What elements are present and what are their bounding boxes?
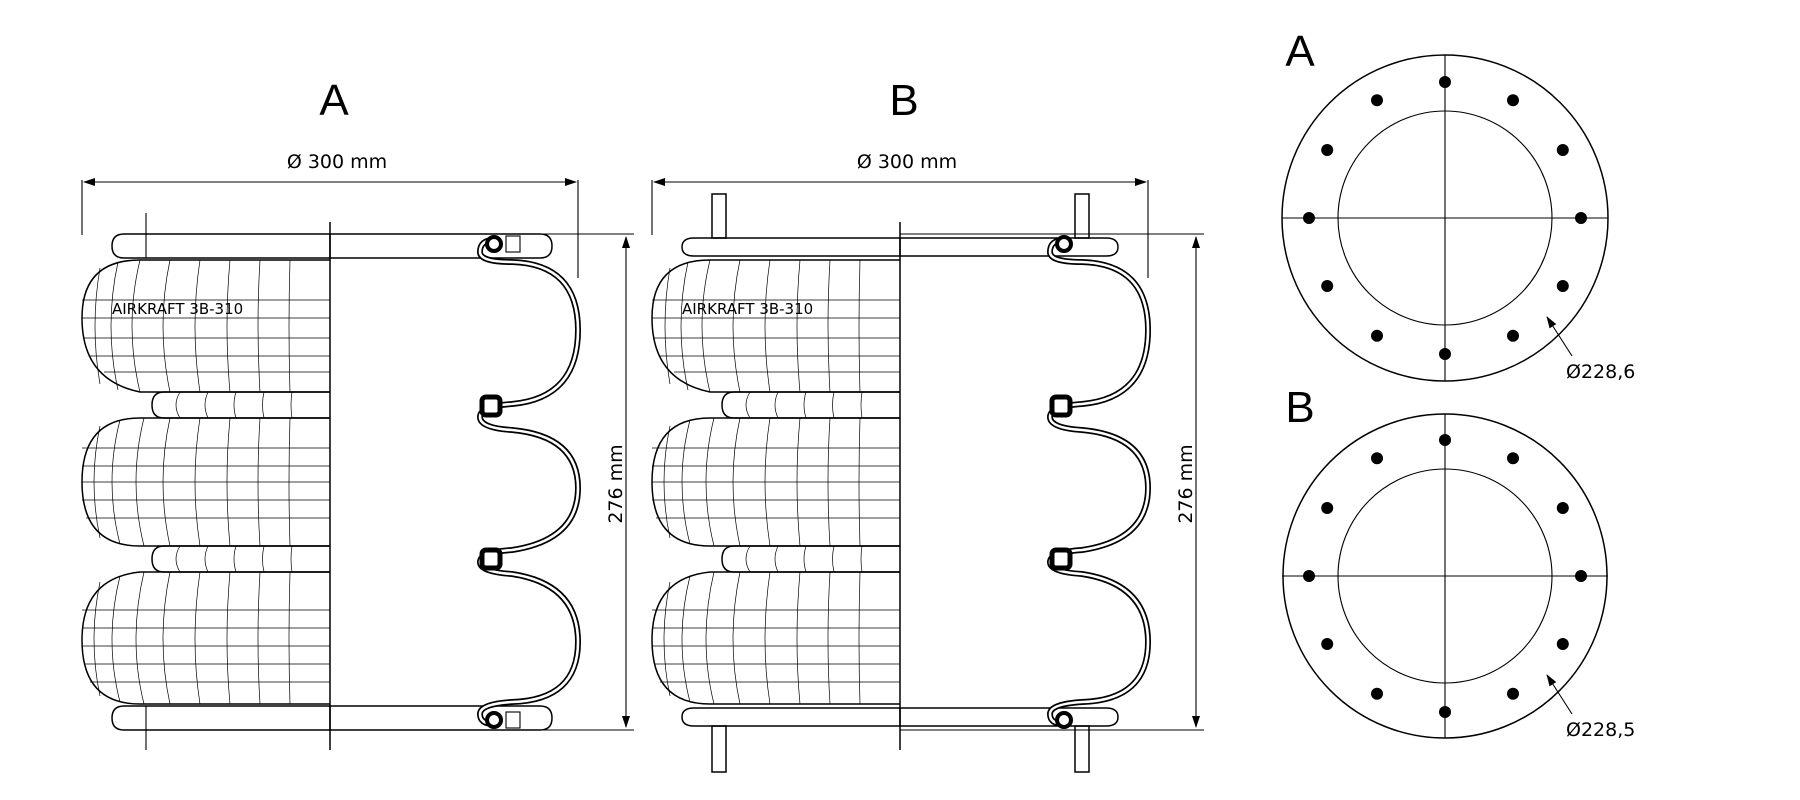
flange-b-bolt-circle-label: Ø228,5 (1566, 719, 1635, 741)
flange-b-bolt-hole (1371, 452, 1383, 465)
convolution-1-a: AIRKRAFT 3B-310 (81, 259, 330, 393)
brand-label-a: AIRKRAFT 3B-310 (112, 300, 243, 318)
waist-1-b (721, 391, 900, 419)
bellows-view-a: A Ø 300 mm 276 mm AI (81, 76, 634, 750)
flange-a-label: A (1285, 27, 1315, 76)
flange-a-bolt-hole (1371, 329, 1383, 342)
top-plate-a (111, 213, 331, 259)
flange-a-bolt-hole (1371, 94, 1383, 107)
section-view-a (329, 222, 581, 750)
flange-a-bolt-hole (1556, 144, 1569, 156)
flange-b-bolt-hole (1303, 570, 1315, 582)
height-dimension-a: 276 mm (330, 233, 634, 731)
brand-label-b: AIRKRAFT 3B-310 (682, 300, 813, 318)
flange-b-bolt-hole (1575, 570, 1587, 582)
convolution-3-a (81, 571, 330, 705)
diameter-dimension-a: Ø 300 mm (81, 151, 579, 278)
waist-1-a (151, 391, 330, 419)
bellows-view-b: B Ø 300 mm 276 mm (651, 76, 1204, 773)
flange-b-bolt-hole (1321, 638, 1334, 650)
view-a-label: A (319, 76, 349, 125)
convolution-2-a (81, 417, 330, 547)
flange-a-bolt-hole (1439, 76, 1451, 88)
flange-b-bolt-hole (1556, 502, 1569, 514)
height-label-a: 276 mm (605, 444, 627, 523)
flange-view-a: A Ø228,6 (1281, 27, 1635, 383)
height-label-b: 276 mm (1175, 444, 1197, 523)
flange-a-bolt-hole (1303, 212, 1315, 224)
flange-b-label: B (1285, 383, 1314, 432)
flange-b-bolt-hole (1321, 502, 1334, 514)
flange-a-bolt-hole (1507, 329, 1519, 342)
height-dimension-b: 276 mm (900, 233, 1204, 731)
flange-a-callout: Ø228,6 (1546, 316, 1635, 383)
bottom-plate-a (111, 705, 331, 750)
waist-2-a (151, 545, 330, 573)
flange-b-bolt-hole (1439, 434, 1451, 446)
flange-b-bolt-hole (1507, 687, 1519, 700)
view-b-label: B (889, 76, 918, 125)
flange-a-bolt-hole (1321, 144, 1334, 156)
waist-2-b (721, 545, 900, 573)
flange-b-bolt-hole (1371, 687, 1383, 700)
flange-b-callout: Ø228,5 (1546, 674, 1635, 741)
flange-b-bolt-hole (1556, 638, 1569, 650)
flange-a-bolt-hole (1321, 280, 1334, 292)
convolution-3-b (651, 571, 900, 705)
diameter-dimension-b: Ø 300 mm (651, 151, 1149, 278)
flange-a-bolt-holes (1303, 76, 1587, 360)
convolution-2-b (651, 417, 900, 547)
bottom-plate-b (681, 707, 901, 727)
flange-view-b: B Ø228,5 (1282, 383, 1635, 741)
flange-a-bolt-hole (1575, 212, 1587, 224)
section-view-b (899, 222, 1151, 750)
flange-a-bolt-hole (1556, 280, 1569, 292)
convolution-1-b: AIRKRAFT 3B-310 (651, 259, 900, 393)
flange-a-bolt-hole (1439, 348, 1451, 360)
flange-a-bolt-hole (1507, 94, 1519, 107)
flange-b-bolt-hole (1439, 706, 1451, 718)
flange-b-bolt-hole (1507, 452, 1519, 465)
flange-b-bolt-holes (1303, 434, 1587, 718)
diameter-label-a: Ø 300 mm (287, 151, 387, 173)
top-plate-b (681, 237, 901, 257)
flange-a-bolt-circle-label: Ø228,6 (1566, 361, 1635, 383)
diameter-label-b: Ø 300 mm (857, 151, 957, 173)
